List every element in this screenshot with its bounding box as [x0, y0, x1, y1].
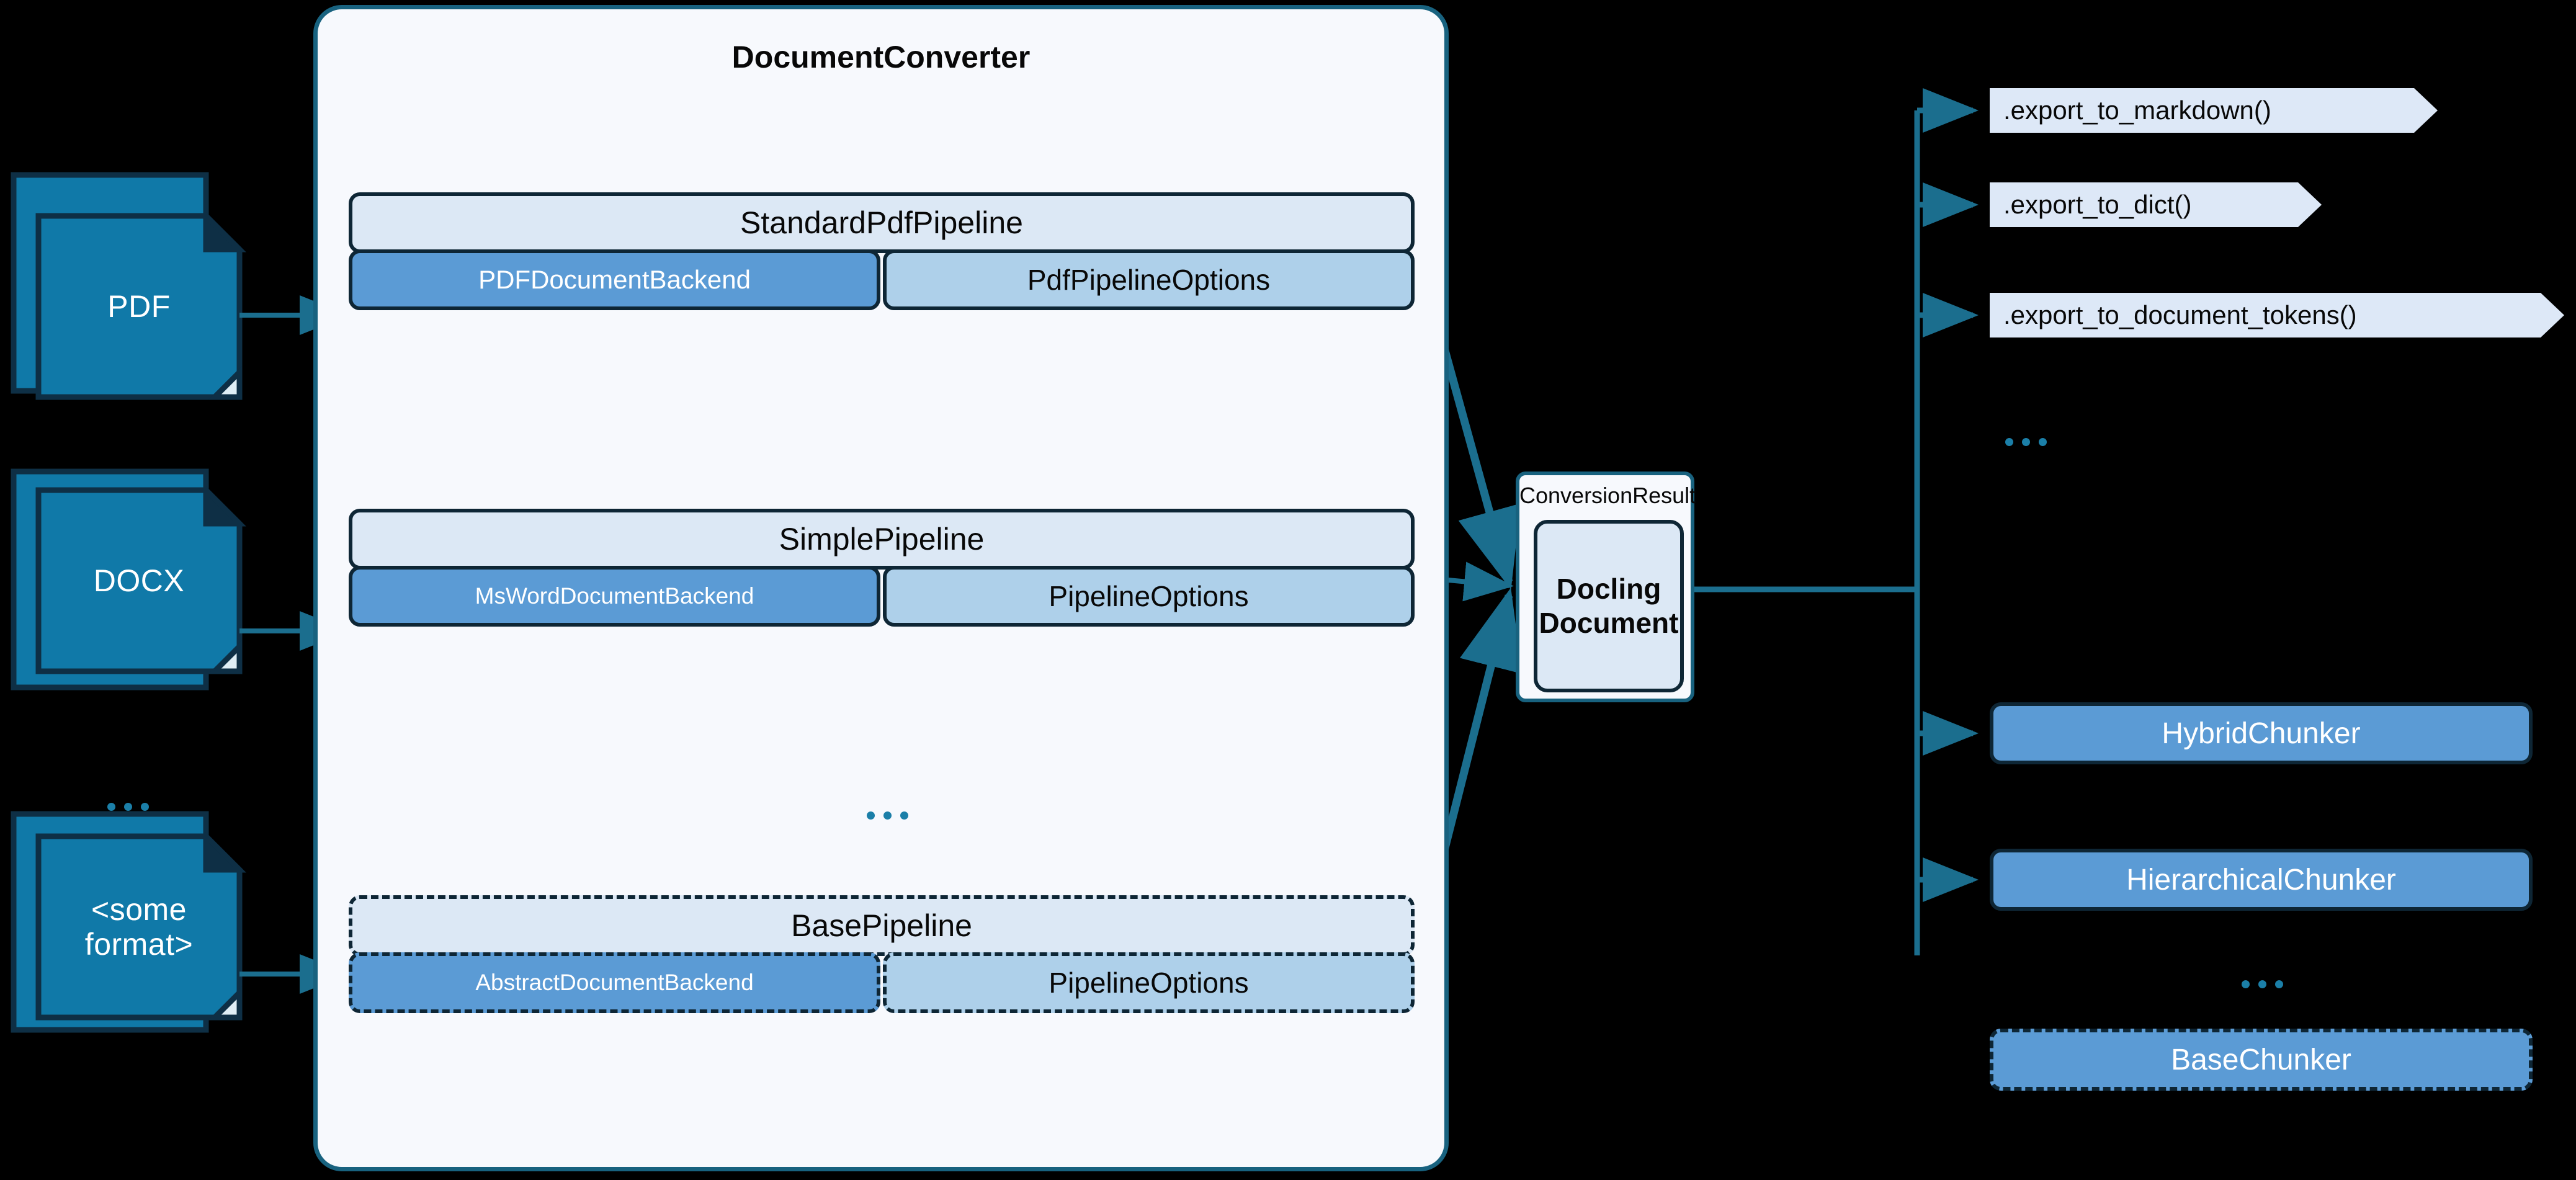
document-converter-title: DocumentConverter	[731, 40, 1031, 74]
pipeline-base-name: BasePipeline	[349, 895, 1415, 956]
pipeline-simple[interactable]: SimplePipeline MsWordDocumentBackend Pip…	[349, 509, 1415, 627]
input-doc-pdf-label: PDF	[107, 289, 171, 324]
chunker-base[interactable]: BaseChunker	[1990, 1029, 2533, 1091]
pipeline-standard-pdf-name: StandardPdfPipeline	[349, 192, 1415, 253]
input-doc-some-format-line2: format>	[84, 927, 194, 962]
ellipsis-dot	[141, 803, 149, 811]
result-to-outputs-connectors	[1694, 88, 1979, 955]
pipeline-base[interactable]: BasePipeline AbstractDocumentBackend Pip…	[349, 895, 1415, 1013]
ellipsis-dot	[2005, 438, 2013, 446]
conversion-result-label: ConversionResult	[1519, 483, 1696, 508]
ellipsis-dot	[2242, 980, 2250, 988]
pipeline-base-backend[interactable]: AbstractDocumentBackend	[349, 952, 880, 1013]
export-chip-markdown[interactable]: .export_to_markdown()	[1990, 88, 2438, 133]
pipeline-simple-name: SimplePipeline	[349, 509, 1415, 570]
input-doc-some-format-label: <some format>	[38, 892, 239, 962]
pipeline-simple-row: MsWordDocumentBackend PipelineOptions	[349, 566, 1415, 627]
exports-ellipsis	[2005, 438, 2047, 446]
ellipsis-dot	[883, 811, 892, 820]
input-doc-some-format[interactable]: <some format>	[38, 836, 239, 1017]
export-chip-document-tokens[interactable]: .export_to_document_tokens()	[1990, 293, 2564, 337]
pipeline-standard-pdf[interactable]: StandardPdfPipeline PDFDocumentBackend P…	[349, 192, 1415, 310]
converter-ellipsis	[867, 811, 908, 820]
conversion-result-box: ConversionResult Docling Document	[1516, 472, 1696, 702]
pipeline-standard-pdf-options[interactable]: PdfPipelineOptions	[883, 249, 1415, 310]
chunkers-ellipsis	[2242, 980, 2283, 988]
ellipsis-dot	[2039, 438, 2047, 446]
chunker-hierarchical[interactable]: HierarchicalChunker	[1990, 849, 2533, 911]
docling-document-box[interactable]: Docling Document	[1534, 520, 1684, 692]
ellipsis-dot	[867, 811, 875, 820]
input-doc-some-format-line1: <some	[91, 892, 187, 927]
docling-document-line1: Docling	[1556, 572, 1661, 605]
ellipsis-dot	[2275, 980, 2283, 988]
input-doc-pdf[interactable]: PDF	[38, 216, 239, 397]
pipeline-standard-pdf-backend[interactable]: PDFDocumentBackend	[349, 249, 880, 310]
input-doc-docx-label: DOCX	[93, 563, 185, 598]
chunker-hybrid[interactable]: HybridChunker	[1990, 702, 2533, 764]
pipeline-simple-options[interactable]: PipelineOptions	[883, 566, 1415, 627]
export-chip-dict[interactable]: .export_to_dict()	[1990, 182, 2322, 227]
ellipsis-dot	[2022, 438, 2030, 446]
inputs-ellipsis	[107, 803, 149, 811]
ellipsis-dot	[124, 803, 132, 811]
pipeline-base-row: AbstractDocumentBackend PipelineOptions	[349, 952, 1415, 1013]
docling-document-line2: Document	[1539, 607, 1679, 639]
pipeline-base-options[interactable]: PipelineOptions	[883, 952, 1415, 1013]
ellipsis-dot	[107, 803, 115, 811]
input-doc-docx[interactable]: DOCX	[38, 490, 239, 671]
ellipsis-dot	[900, 811, 908, 820]
pipeline-simple-backend[interactable]: MsWordDocumentBackend	[349, 566, 880, 627]
pipeline-standard-pdf-row: PDFDocumentBackend PdfPipelineOptions	[349, 249, 1415, 310]
ellipsis-dot	[2258, 980, 2266, 988]
